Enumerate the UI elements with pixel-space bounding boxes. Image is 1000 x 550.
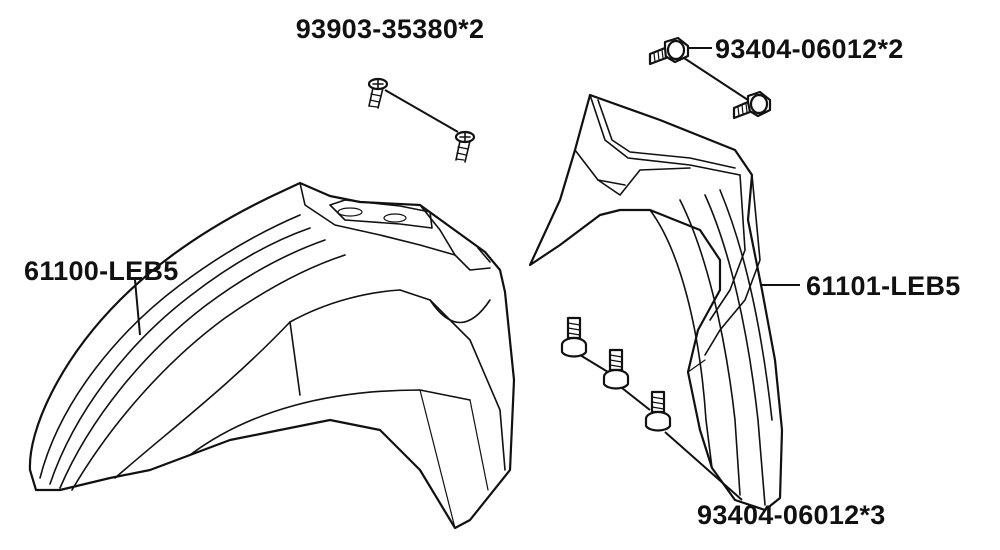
label-front-fender: 61100-LEB5 [24,256,179,286]
label-bolt-lower: 93404-06012*3 [697,500,886,530]
tapping-screws-drawing [367,77,476,163]
label-fender-rear-section: 61101-LEB5 [806,271,961,301]
lower-bolts-drawing [560,316,672,432]
label-bolt-upper: 93404-06012*2 [715,34,904,64]
upper-bolts-drawing [648,36,772,120]
front-fender-drawing [28,181,516,530]
leader-lines [134,47,800,501]
label-tapping-screw: 93903-35380*2 [296,14,485,44]
fender-rear-section-drawing [528,93,784,512]
